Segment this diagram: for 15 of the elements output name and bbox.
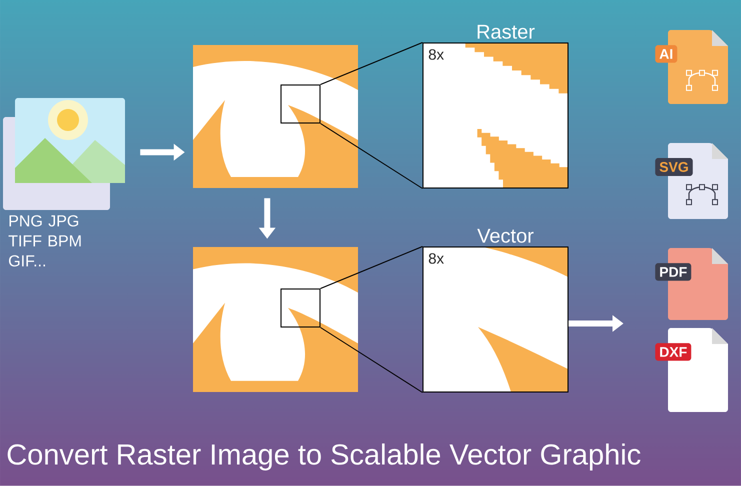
zoom-frame [280, 84, 320, 124]
node-label: Vector [477, 228, 534, 243]
zoom-line [320, 123, 423, 189]
raster-image [193, 45, 358, 188]
node-label: Raster [478, 24, 535, 39]
zoom-box: Vector 8x [422, 228, 568, 392]
vector-image [193, 247, 358, 392]
zoom-line [320, 246, 423, 289]
zoom-box: Raster 8x [422, 24, 568, 188]
zoom-line [320, 327, 423, 393]
title: Convert Raster Image to Scalable Vector Graphic [8, 443, 640, 470]
image-icon [3, 98, 125, 267]
zoom-frame [280, 288, 320, 328]
format-list: PNG JPG TIFF BPM GIF... [8, 215, 81, 267]
zoom-line [320, 42, 423, 85]
